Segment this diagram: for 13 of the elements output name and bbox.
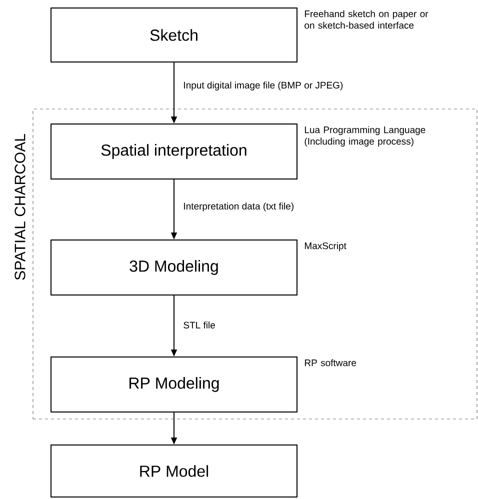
process-box: RP Model	[50, 444, 298, 498]
edge-label: STL file	[184, 322, 215, 328]
side-note: RP software	[304, 359, 356, 366]
side-note: Freehand sketch on paper or on sketch-based interface	[304, 10, 428, 29]
process-box: Spatial interpretation	[50, 124, 298, 180]
process-box: Sketch	[50, 8, 298, 62]
node-label: SPATIAL CHARCOAL	[14, 134, 26, 280]
edge-label: Input digital image file (BMP or JPEG)	[184, 82, 343, 90]
side-note: MaxScript	[304, 242, 346, 252]
process-box: RP Modeling	[50, 356, 298, 412]
process-box: 3D Modeling	[50, 240, 298, 296]
side-note: Lua Programming Language (Including image process)	[304, 126, 426, 147]
edge-label: Interpretation data (txt file)	[184, 202, 294, 212]
